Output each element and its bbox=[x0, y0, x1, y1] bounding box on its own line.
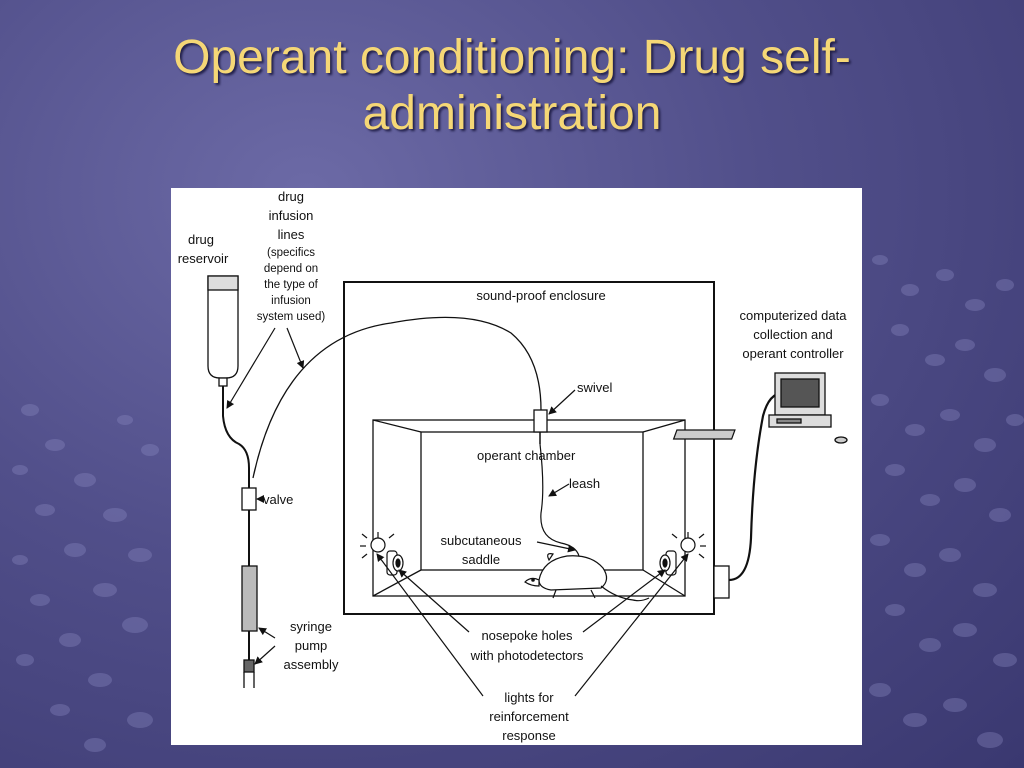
arrow-syringe-top bbox=[258, 627, 276, 639]
label-specifics-1: (specifics bbox=[267, 247, 315, 259]
self-administration-diagram: drug infusion lines (specifics depend on… bbox=[171, 188, 862, 745]
left-nosepoke-hole bbox=[386, 550, 404, 576]
label-computerized-2: collection and bbox=[753, 327, 833, 342]
slide-title-line-1: Operant conditioning: Drug self- bbox=[173, 31, 851, 84]
operant-chamber bbox=[372, 419, 686, 597]
label-valve: valve bbox=[263, 492, 293, 507]
infusion-line-arc bbox=[252, 316, 542, 479]
label-specifics-4: infusion bbox=[271, 295, 311, 307]
diagram-canvas: drug infusion lines (specifics depend on… bbox=[178, 189, 848, 743]
label-specifics-2: depend on bbox=[264, 263, 318, 275]
label-operant-chamber: operant chamber bbox=[477, 448, 576, 463]
label-specifics-5: system used) bbox=[257, 311, 326, 323]
label-drug-infusion-2: infusion bbox=[269, 208, 314, 223]
arrow-syringe-bottom bbox=[254, 645, 276, 665]
arrow-nosepoke-right bbox=[582, 569, 666, 633]
label-specifics-3: the type of bbox=[264, 279, 319, 291]
arrow-infusion-line bbox=[286, 327, 305, 369]
arrow-leash bbox=[548, 483, 570, 497]
left-light-bulb bbox=[360, 532, 395, 559]
arrow-light-left bbox=[376, 553, 484, 697]
label-drug-reservoir-2: reservoir bbox=[178, 251, 229, 266]
label-drug-reservoir-1: drug bbox=[188, 232, 214, 247]
computer-icon bbox=[672, 372, 848, 444]
computer-cable bbox=[728, 391, 784, 582]
label-nosepoke-1: nosepoke holes bbox=[481, 628, 573, 643]
sound-proof-enclosure-box bbox=[343, 281, 715, 615]
label-syringe-3: assembly bbox=[284, 657, 339, 672]
right-nosepoke-hole bbox=[659, 550, 677, 576]
reservoir-tube bbox=[222, 386, 250, 488]
label-drug-infusion-3: lines bbox=[278, 227, 305, 242]
syringe-pump bbox=[241, 565, 258, 688]
label-computerized-1: computerized data bbox=[740, 308, 848, 323]
drug-reservoir bbox=[207, 275, 239, 387]
label-lights-1: lights for bbox=[504, 690, 554, 705]
label-drug-infusion-1: drug bbox=[278, 189, 304, 204]
valve bbox=[241, 487, 257, 511]
right-light-bulb bbox=[671, 532, 706, 559]
label-sound-proof-enclosure: sound-proof enclosure bbox=[476, 288, 605, 303]
label-subcutaneous-1: subcutaneous bbox=[441, 533, 522, 548]
label-syringe-1: syringe bbox=[290, 619, 332, 634]
label-leash: leash bbox=[569, 476, 600, 491]
arrow-light-right bbox=[574, 553, 689, 697]
label-syringe-2: pump bbox=[295, 638, 328, 653]
label-subcutaneous-2: saddle bbox=[462, 552, 500, 567]
swivel bbox=[533, 409, 548, 433]
label-lights-2: reinforcement bbox=[489, 709, 569, 724]
label-swivel: swivel bbox=[577, 380, 613, 395]
slide-title-line-2: administration bbox=[362, 87, 662, 140]
label-computerized-3: operant controller bbox=[742, 346, 844, 361]
rat-figure bbox=[524, 553, 650, 602]
slide-title: Operant conditioning: Drug self- adminis… bbox=[40, 30, 984, 142]
label-nosepoke-2: with photodetectors bbox=[470, 648, 584, 663]
enclosure-connector bbox=[713, 565, 730, 599]
arrow-nosepoke-left bbox=[398, 569, 470, 633]
arrow-reservoir-line bbox=[226, 327, 276, 409]
label-lights-3: response bbox=[502, 728, 555, 743]
arrow-swivel bbox=[548, 389, 576, 415]
arrow-saddle bbox=[536, 541, 576, 553]
